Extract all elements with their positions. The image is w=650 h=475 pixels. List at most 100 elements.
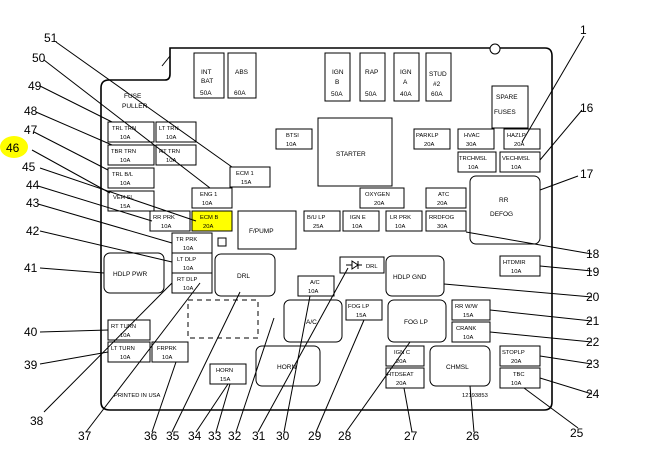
fuse-tbc-l2: 10A	[511, 381, 521, 387]
fuse-veh-sl-l1: VEH SL	[113, 195, 134, 201]
relay-fog-lp-label: FOG LP	[404, 319, 428, 326]
fuse-ign-a-l1: IGN	[400, 69, 412, 76]
fuse-veh-sl	[107, 190, 155, 212]
fuse-trl-trn	[107, 121, 155, 143]
fuse-lt-turn-l1: LT TURN	[111, 346, 135, 352]
fuse-hazlp-l2: 20A	[514, 142, 524, 148]
callout-21: 21	[586, 314, 600, 328]
fuse-rr-ww-l2: 15A	[463, 313, 473, 319]
callout-48: 48	[24, 104, 38, 118]
callout-32: 32	[228, 429, 242, 443]
fuse-int-bat-l3: 50A	[200, 90, 212, 97]
fuse-vechmsl	[499, 151, 541, 173]
fuse-vechmsl-l2: 10A	[511, 165, 521, 171]
callout-numbers: 1 16 17 18 19 20 21 22 23 24 25 26 27 28…	[6, 23, 600, 443]
relay-rr-defog-l1: RR	[499, 197, 509, 204]
fuse-tbr-trn-l1: TBR TRN	[111, 149, 136, 155]
fuse-ecm-b-l1: ECM B	[200, 215, 218, 221]
fuse-ign-c	[385, 345, 425, 367]
callout-29: 29	[308, 429, 322, 443]
callout-36: 36	[144, 429, 158, 443]
callout-34: 34	[188, 429, 202, 443]
fuse-oxygen	[359, 187, 405, 209]
fuse-rrdfog-l2: 30A	[437, 224, 447, 230]
relay-drl-label: DRL	[237, 273, 250, 280]
callout-19: 19	[586, 265, 600, 279]
callout-23: 23	[586, 357, 600, 371]
fuse-lr-prk-l2: 10A	[395, 224, 405, 230]
relay-chmsl	[429, 345, 491, 387]
relay-ac-label: A/C	[306, 319, 317, 326]
fuse-ign-a-l2: A	[403, 79, 408, 86]
fuse-ign-b-l2: B	[335, 79, 339, 86]
fuse-stud-2	[425, 52, 452, 102]
fuse-ign-a	[393, 52, 420, 102]
fuse-trchmsl-l2: 10A	[468, 165, 478, 171]
fuse-ecm-1-l2: 15A	[241, 180, 251, 186]
callout-38: 38	[30, 414, 44, 428]
fuse-vechmsl-l1: VECHMSL	[502, 156, 531, 162]
fuse-fr-prk	[151, 341, 189, 363]
leader-lines	[31, 35, 593, 433]
fuse-ac	[297, 275, 335, 297]
callout-24: 24	[586, 387, 600, 401]
fuse-htdmir-l2: 10A	[511, 269, 521, 275]
relay-f-pump-label: F/PUMP	[249, 228, 274, 235]
callout-51: 51	[44, 31, 58, 45]
fuse-htdseat-l1: HTDSEAT	[387, 372, 414, 378]
mounting-tab-left	[161, 55, 171, 67]
fuse-rt-turn-l2: 10A	[120, 333, 130, 339]
callout-50: 50	[32, 51, 46, 65]
relay-chmsl-label: CHMSL	[446, 364, 469, 371]
fuse-abs-l2: 60A	[234, 90, 246, 97]
fuse-lt-dlp-l2: 10A	[183, 266, 193, 272]
fuse-rt-trn	[155, 144, 197, 166]
mounting-hole-right	[489, 43, 501, 55]
part-number: 12193853	[462, 393, 488, 399]
diode-drl-label: DRL	[366, 264, 378, 270]
fuse-btsi-l2: 10A	[286, 142, 296, 148]
callout-25: 25	[570, 426, 584, 440]
fuse-veh-sl-l2: 15A	[120, 204, 130, 210]
callout-40: 40	[24, 325, 38, 339]
callout-45: 45	[22, 160, 36, 174]
callout-42: 42	[26, 224, 40, 238]
fuse-rr-ww-l1: RR W/W	[455, 304, 478, 310]
relay-hdlp-gnd-label: HDLP GND	[393, 274, 427, 281]
callout-47: 47	[24, 123, 38, 137]
callout-31: 31	[252, 429, 266, 443]
fuse-ecm-b-l2: 20A	[203, 224, 213, 230]
fuse-bu-lp-l2: 25A	[313, 224, 323, 230]
callout-17: 17	[580, 167, 594, 181]
fuse-atc-l2: 20A	[437, 201, 447, 207]
callout-30: 30	[276, 429, 290, 443]
fuse-int-bat	[193, 52, 225, 99]
relay-rr-defog-l2: DEFOG	[490, 211, 513, 218]
fuse-ecm-1	[229, 166, 271, 188]
fuse-ign-b	[324, 52, 351, 102]
fuse-int-bat-l2: BAT	[201, 78, 213, 85]
callout-49: 49	[28, 79, 42, 93]
small-connector	[217, 237, 227, 247]
callout-37: 37	[78, 429, 92, 443]
relay-horn	[255, 345, 321, 387]
fuse-ac-l1: A/C	[310, 280, 320, 286]
fuse-htdseat-l2: 20A	[396, 381, 406, 387]
relay-starter-label: STARTER	[336, 151, 366, 158]
relay-horn-label: HORN	[277, 364, 296, 371]
diode-symbol	[346, 260, 362, 270]
fuse-stud-2-l1: STUD	[429, 71, 447, 78]
fuse-tr-prk-l2: 10A	[183, 246, 193, 252]
fuse-trl-trn-l2: 10A	[120, 135, 130, 141]
callout-16: 16	[580, 101, 594, 115]
fuse-rr-prk-l2: 10A	[161, 224, 171, 230]
fuse-tbr-trn	[107, 144, 155, 166]
fuse-htdmir-l1: HTDMIR	[503, 260, 526, 266]
fuse-rt-dlp-l2: 10A	[183, 286, 193, 292]
fuse-fr-prk-l2: 10A	[162, 355, 172, 361]
fuse-ecm-1-l1: ECM 1	[236, 171, 254, 177]
fuse-abs-l1: ABS	[235, 69, 249, 76]
fuse-hazlp	[503, 128, 541, 150]
callout-28: 28	[338, 429, 352, 443]
